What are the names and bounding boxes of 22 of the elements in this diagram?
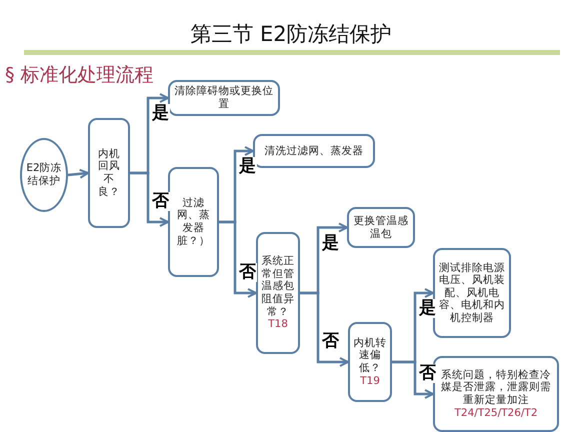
- edge-label: 否: [151, 192, 170, 211]
- process-box: 系统正常但管温感包阻值异常？ T18: [256, 232, 300, 354]
- arrow: [219, 220, 257, 298]
- edge-label: 否: [238, 263, 257, 282]
- edge-label: 是: [418, 299, 437, 318]
- section-heading: § 标准化处理流程: [5, 63, 154, 88]
- start-ellipse: E2防冻结保护: [20, 138, 68, 212]
- edge-label: 是: [151, 104, 170, 123]
- edge-label: 是: [321, 234, 340, 252]
- arrow: [68, 168, 89, 179]
- arrow: [130, 172, 169, 227]
- arrow: [392, 360, 434, 399]
- process-box: 过滤网、蒸发器脏？）: [168, 167, 219, 277]
- edge-label: 否: [418, 364, 437, 383]
- title: 第三节 E2防冻结保护: [189, 21, 393, 48]
- arrow: [300, 292, 349, 367]
- process-box: 内机回风不良？: [88, 118, 130, 228]
- process-box: 更换管温感温包: [347, 207, 415, 248]
- edge-label: 是: [238, 157, 257, 176]
- process-box: 清除障碍物或更换位置: [168, 80, 280, 116]
- process-box: 内机转速偏低？ T19: [348, 322, 392, 402]
- edge-label: 否: [321, 332, 340, 351]
